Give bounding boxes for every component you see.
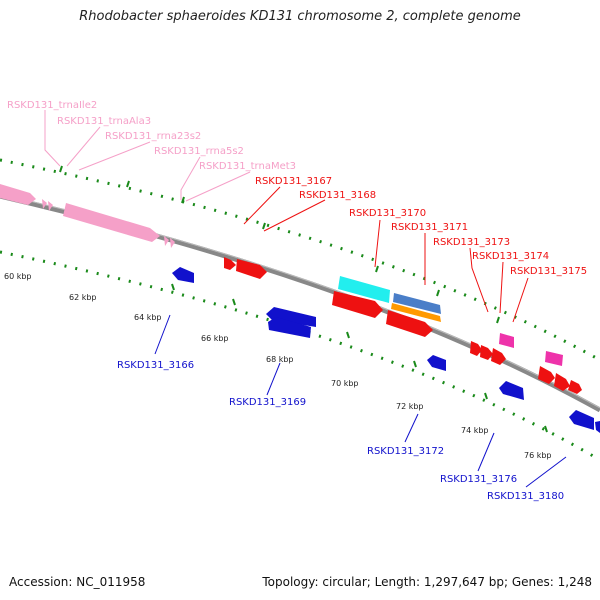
forward-gene (224, 257, 236, 270)
magenta-gene (499, 333, 514, 348)
forward-gene (332, 291, 383, 318)
lower-dotted-track (0, 250, 600, 462)
rna-label: RSKD131_trnaAla3 (57, 116, 151, 127)
forward-gene-label: RSKD131_3174 (472, 251, 549, 262)
reverse-leaders (154, 314, 567, 488)
rna-label: RSKD131_rrna5s2 (154, 146, 244, 157)
forward-gene-label: RSKD131_3170 (349, 208, 426, 219)
reverse-gene (268, 317, 311, 338)
forward-labels: RSKD131_3167 RSKD131_3168 RSKD131_3170 R… (255, 176, 587, 277)
steel-gene (393, 293, 441, 314)
tick-label: 62 kbp (69, 293, 97, 302)
tick-label: 72 kbp (396, 402, 424, 411)
rna-feature (164, 236, 169, 246)
rna-label: RSKD131_trnaMet3 (199, 161, 296, 172)
genome-backbone (0, 193, 600, 413)
forward-gene (568, 380, 582, 394)
orange-gene (391, 303, 441, 322)
major-ticks (59, 165, 548, 433)
forward-gene (386, 310, 433, 337)
reverse-gene-label: RSKD131_3176 (440, 474, 517, 485)
reverse-gene-label: RSKD131_3169 (229, 397, 306, 408)
reverse-gene-label: RSKD131_3172 (367, 446, 444, 457)
tick-label: 70 kbp (331, 379, 359, 388)
rna-feature (63, 203, 160, 242)
forward-gene-label: RSKD131_3171 (391, 222, 468, 233)
tick-label: 64 kbp (134, 313, 162, 322)
reverse-gene-label: RSKD131_3166 (117, 360, 194, 371)
tick-label: 76 kbp (524, 451, 552, 460)
reverse-gene-label: RSKD131_3180 (487, 491, 564, 502)
cyan-gene (338, 276, 390, 303)
rna-feature (170, 238, 175, 248)
rna-feature (0, 184, 36, 205)
tick-label: 74 kbp (461, 426, 489, 435)
rna-features (0, 184, 175, 248)
map-title: Rhodobacter sphaeroides KD131 chromosome… (79, 9, 521, 24)
forward-features (224, 257, 582, 394)
rna-label: RSKD131_trnaIle2 (7, 100, 97, 111)
accession-text: Accession: NC_011958 (9, 575, 146, 589)
rna-label: RSKD131_rrna23s2 (105, 131, 201, 142)
rna-feature (42, 199, 47, 209)
rna-leaders (44, 110, 251, 202)
forward-gene (480, 345, 493, 360)
reverse-gene (569, 410, 594, 430)
tick-label: 66 kbp (201, 334, 229, 343)
tick-labels: 60 kbp 62 kbp 64 kbp 66 kbp 68 kbp 70 kb… (4, 272, 552, 460)
forward-gene (491, 348, 506, 365)
forward-gene-label: RSKD131_3175 (510, 266, 587, 277)
topology-text: Topology: circular; Length: 1,297,647 bp… (262, 575, 592, 589)
magenta-gene (545, 351, 563, 366)
tick-label: 60 kbp (4, 272, 32, 281)
reverse-gene (499, 381, 524, 400)
forward-gene (554, 373, 570, 391)
rna-feature (48, 201, 53, 211)
reverse-gene (172, 267, 194, 283)
reverse-features (172, 267, 600, 433)
forward-gene-label: RSKD131_3167 (255, 176, 332, 187)
forward-gene (470, 341, 482, 356)
forward-gene (236, 259, 267, 279)
reverse-labels: RSKD131_3166 RSKD131_3169 RSKD131_3172 R… (117, 360, 564, 502)
tick-label: 68 kbp (266, 355, 294, 364)
reverse-gene (266, 307, 316, 327)
forward-gene-label: RSKD131_3168 (299, 190, 376, 201)
forward-leaders (243, 186, 529, 323)
reverse-gene (427, 355, 446, 371)
forward-gene-label: RSKD131_3173 (433, 237, 510, 248)
rna-labels: RSKD131_trnaIle2 RSKD131_trnaAla3 RSKD13… (7, 100, 296, 172)
reverse-gene (595, 421, 600, 433)
forward-gene (538, 366, 555, 384)
